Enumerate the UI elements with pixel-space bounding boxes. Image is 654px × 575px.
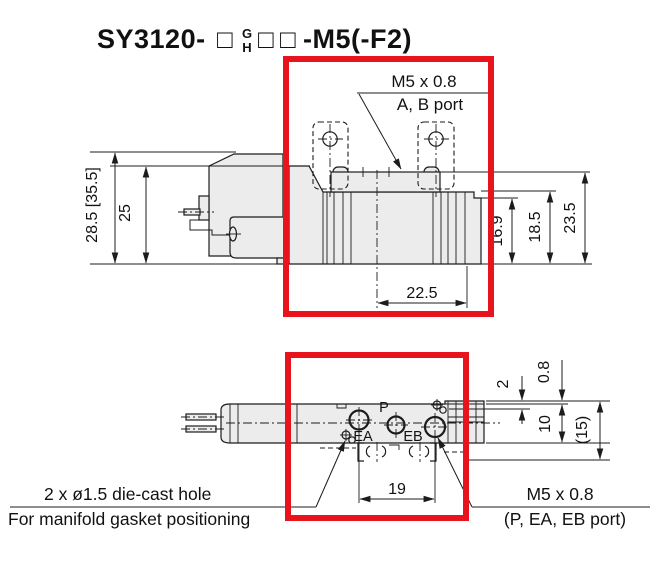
highlight-box-bottom (285, 352, 469, 521)
note-thread-text: M5 x 0.8 (526, 484, 593, 504)
port-eb-label: EB (403, 429, 422, 445)
title-box-1: □ (217, 24, 233, 54)
dim-body-height-text: 25 (117, 204, 134, 222)
thread-leader-line (358, 93, 402, 170)
highlight-box-top (283, 56, 494, 317)
dim-port-span: 22.5 (377, 266, 468, 308)
note-die-cast-hole: 2 x ø1.5 die-cast hole For manifold gask… (8, 440, 346, 529)
title-box-2: □ (258, 24, 274, 54)
note-ports-text: (P, EA, EB port) (504, 509, 626, 529)
title-box-3: □ (280, 24, 296, 54)
clamp-footprint-right (417, 121, 455, 190)
port-ea-label: EA (353, 429, 373, 445)
dim-overall-width: (15) (574, 401, 604, 460)
dim-body-height: 25 (110, 165, 310, 264)
dim-port-span-text: 22.5 (406, 285, 437, 302)
dim-port-b-height-text: 18.5 (527, 211, 544, 242)
dim-hole-offset-text: 2 (495, 379, 512, 388)
dim-lip: 0.8 (536, 360, 566, 401)
body-notch (336, 404, 347, 409)
dim-hole-offset: 2 (495, 376, 526, 424)
die-cast-hole-right (431, 399, 447, 414)
dim-overall-width-text: (15) (574, 416, 591, 444)
die-cast-hole-left (340, 429, 356, 444)
note-bottom-ports: M5 x 0.8 (P, EA, EB port) (437, 437, 650, 529)
dim-top-height: 23.5 (440, 171, 590, 264)
end-cap (229, 216, 289, 259)
side-view-drawing: M5 x 0.8 A, B port 28.5 [35.5] 25 16.9 1… (84, 72, 592, 308)
body-partition-lines (322, 167, 466, 264)
dim-port-pitch: 19 (358, 432, 436, 503)
dim-body-width-text: 10 (537, 415, 554, 433)
title-prefix: SY3120- (97, 24, 206, 54)
title-option-g: G (242, 26, 252, 41)
port-callout-label: A, B port (397, 95, 463, 114)
thread-callout-label: M5 x 0.8 (391, 72, 456, 91)
dim-right-extension-lines (449, 400, 610, 461)
port-p-label: P (379, 400, 389, 416)
dim-port-a-height: 16.9 (481, 197, 518, 264)
dim-overall-height: 28.5 [35.5] (84, 151, 592, 265)
note-gasket-text: For manifold gasket positioning (8, 509, 250, 529)
dim-top-height-text: 23.5 (562, 202, 579, 233)
gasket-outline (320, 442, 466, 462)
dim-port-pitch-text: 19 (388, 481, 406, 498)
dim-body-width: 10 (537, 404, 566, 443)
dim-lip-text: 0.8 (536, 361, 553, 383)
port-block (330, 171, 441, 193)
connector-base (198, 195, 210, 221)
title-option-h: H (242, 40, 251, 55)
title-suffix: -M5(-F2) (303, 24, 412, 54)
note-die-cast-hole-text: 2 x ø1.5 die-cast hole (44, 484, 211, 504)
solenoid-step-outline (189, 219, 230, 236)
hole-leader-line (315, 440, 346, 508)
clamp-footprint-left (312, 121, 349, 190)
dim-overall-height-text: 28.5 [35.5] (84, 167, 101, 243)
bottom-view-drawing: P EA EB (8, 360, 650, 529)
part-number-title: SY3120- □ G H □ □ -M5(-F2) (97, 24, 412, 55)
